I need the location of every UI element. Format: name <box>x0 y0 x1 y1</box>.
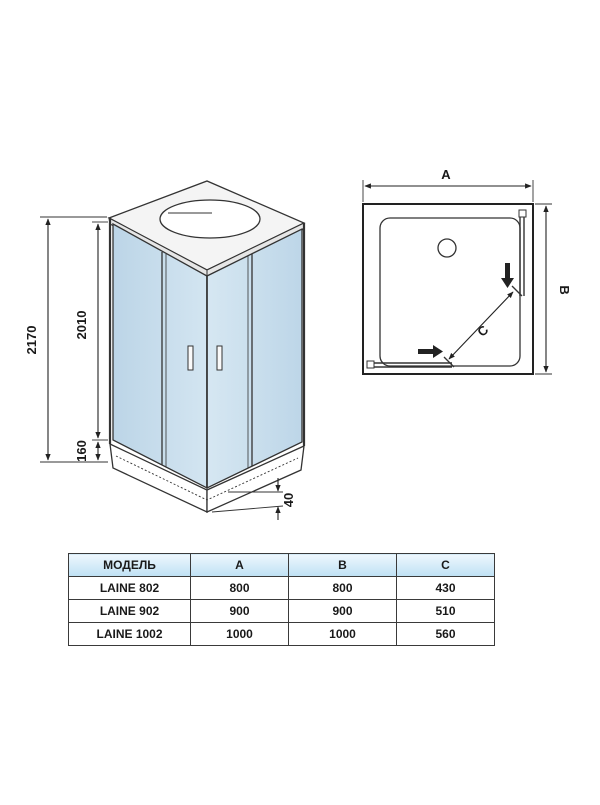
plan-view: C A B <box>363 167 572 374</box>
header-c: C <box>397 554 495 577</box>
header-b: B <box>289 554 397 577</box>
spec-table-body: LAINE 802 800 800 430 LAINE 902 900 900 … <box>69 577 495 646</box>
dim-label-total-height: 2170 <box>24 326 39 355</box>
cell-b: 900 <box>289 600 397 623</box>
cell-c: 510 <box>397 600 495 623</box>
plan-door-hinge-bottom <box>367 361 374 368</box>
plan-drain <box>438 239 456 257</box>
table-header-row: МОДЕЛЬ A B C <box>69 554 495 577</box>
dim-label-tray-height: 160 <box>74 440 89 462</box>
dim-label-b: B <box>557 285 572 294</box>
cell-a: 800 <box>191 577 289 600</box>
overhead-shower <box>160 200 260 238</box>
cell-model: LAINE 902 <box>69 600 191 623</box>
cell-c: 560 <box>397 623 495 646</box>
header-a: A <box>191 554 289 577</box>
spec-table: МОДЕЛЬ A B C LAINE 802 800 800 430 LAINE… <box>68 553 495 646</box>
plan-door-hinge-top <box>519 210 526 217</box>
door-handle-right <box>217 346 222 370</box>
dim-label-cabin-height: 2010 <box>74 311 89 340</box>
cell-a: 1000 <box>191 623 289 646</box>
dim-label-a: A <box>441 167 451 182</box>
shower-cabin-perspective <box>109 181 304 512</box>
cell-b: 800 <box>289 577 397 600</box>
cell-c: 430 <box>397 577 495 600</box>
header-model: МОДЕЛЬ <box>69 554 191 577</box>
cell-model: LAINE 802 <box>69 577 191 600</box>
table-row: LAINE 802 800 800 430 <box>69 577 495 600</box>
cell-a: 900 <box>191 600 289 623</box>
cell-b: 1000 <box>289 623 397 646</box>
dim-label-step: 40 <box>281 493 296 507</box>
cell-model: LAINE 1002 <box>69 623 191 646</box>
spec-table-header: МОДЕЛЬ A B C <box>69 554 495 577</box>
table-row: LAINE 902 900 900 510 <box>69 600 495 623</box>
table-row: LAINE 1002 1000 1000 560 <box>69 623 495 646</box>
door-handle-left <box>188 346 193 370</box>
